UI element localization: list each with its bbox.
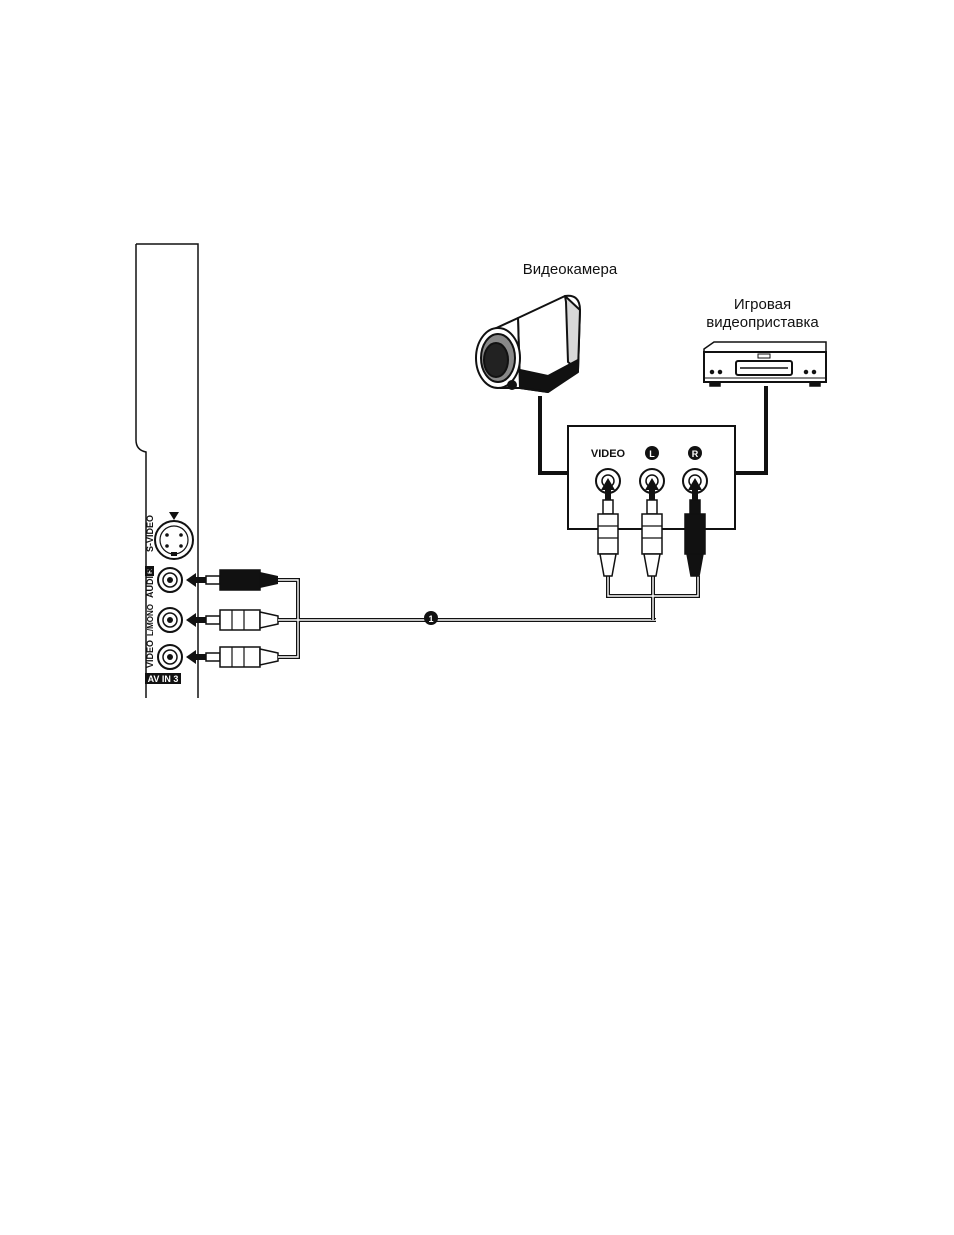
audio-l-jack — [158, 608, 182, 632]
cable-marker: 1 — [428, 614, 433, 624]
audio-r-jack — [158, 568, 182, 592]
camcorder-icon — [476, 296, 580, 392]
source-l-badge: L — [649, 449, 655, 459]
arrow-audio-l — [186, 613, 206, 627]
tv-plug-video — [206, 647, 278, 667]
source-r-badge: R — [692, 449, 699, 459]
s-video-label: S-VIDEO — [145, 515, 155, 552]
tv-cable-bundle — [278, 580, 656, 657]
s-video-jack — [155, 512, 193, 559]
game-console-icon — [704, 342, 826, 386]
tv-video-jack — [158, 645, 182, 669]
av-in-3-label: AV IN 3 — [148, 674, 179, 684]
source-video-label: VIDEO — [591, 448, 626, 460]
tv-plug-audio-r — [206, 570, 278, 590]
audio-l-label: L/MONO — [146, 604, 155, 636]
arrow-video — [186, 650, 206, 664]
audio-r-label: AUDIO — [145, 569, 155, 598]
camcorder-cable — [540, 396, 568, 473]
tv-video-label: VIDEO — [145, 640, 155, 668]
insert-arrows — [186, 573, 206, 664]
tv-plug-audio-l — [206, 610, 278, 630]
arrow-audio-r — [186, 573, 206, 587]
console-cable — [735, 386, 766, 473]
